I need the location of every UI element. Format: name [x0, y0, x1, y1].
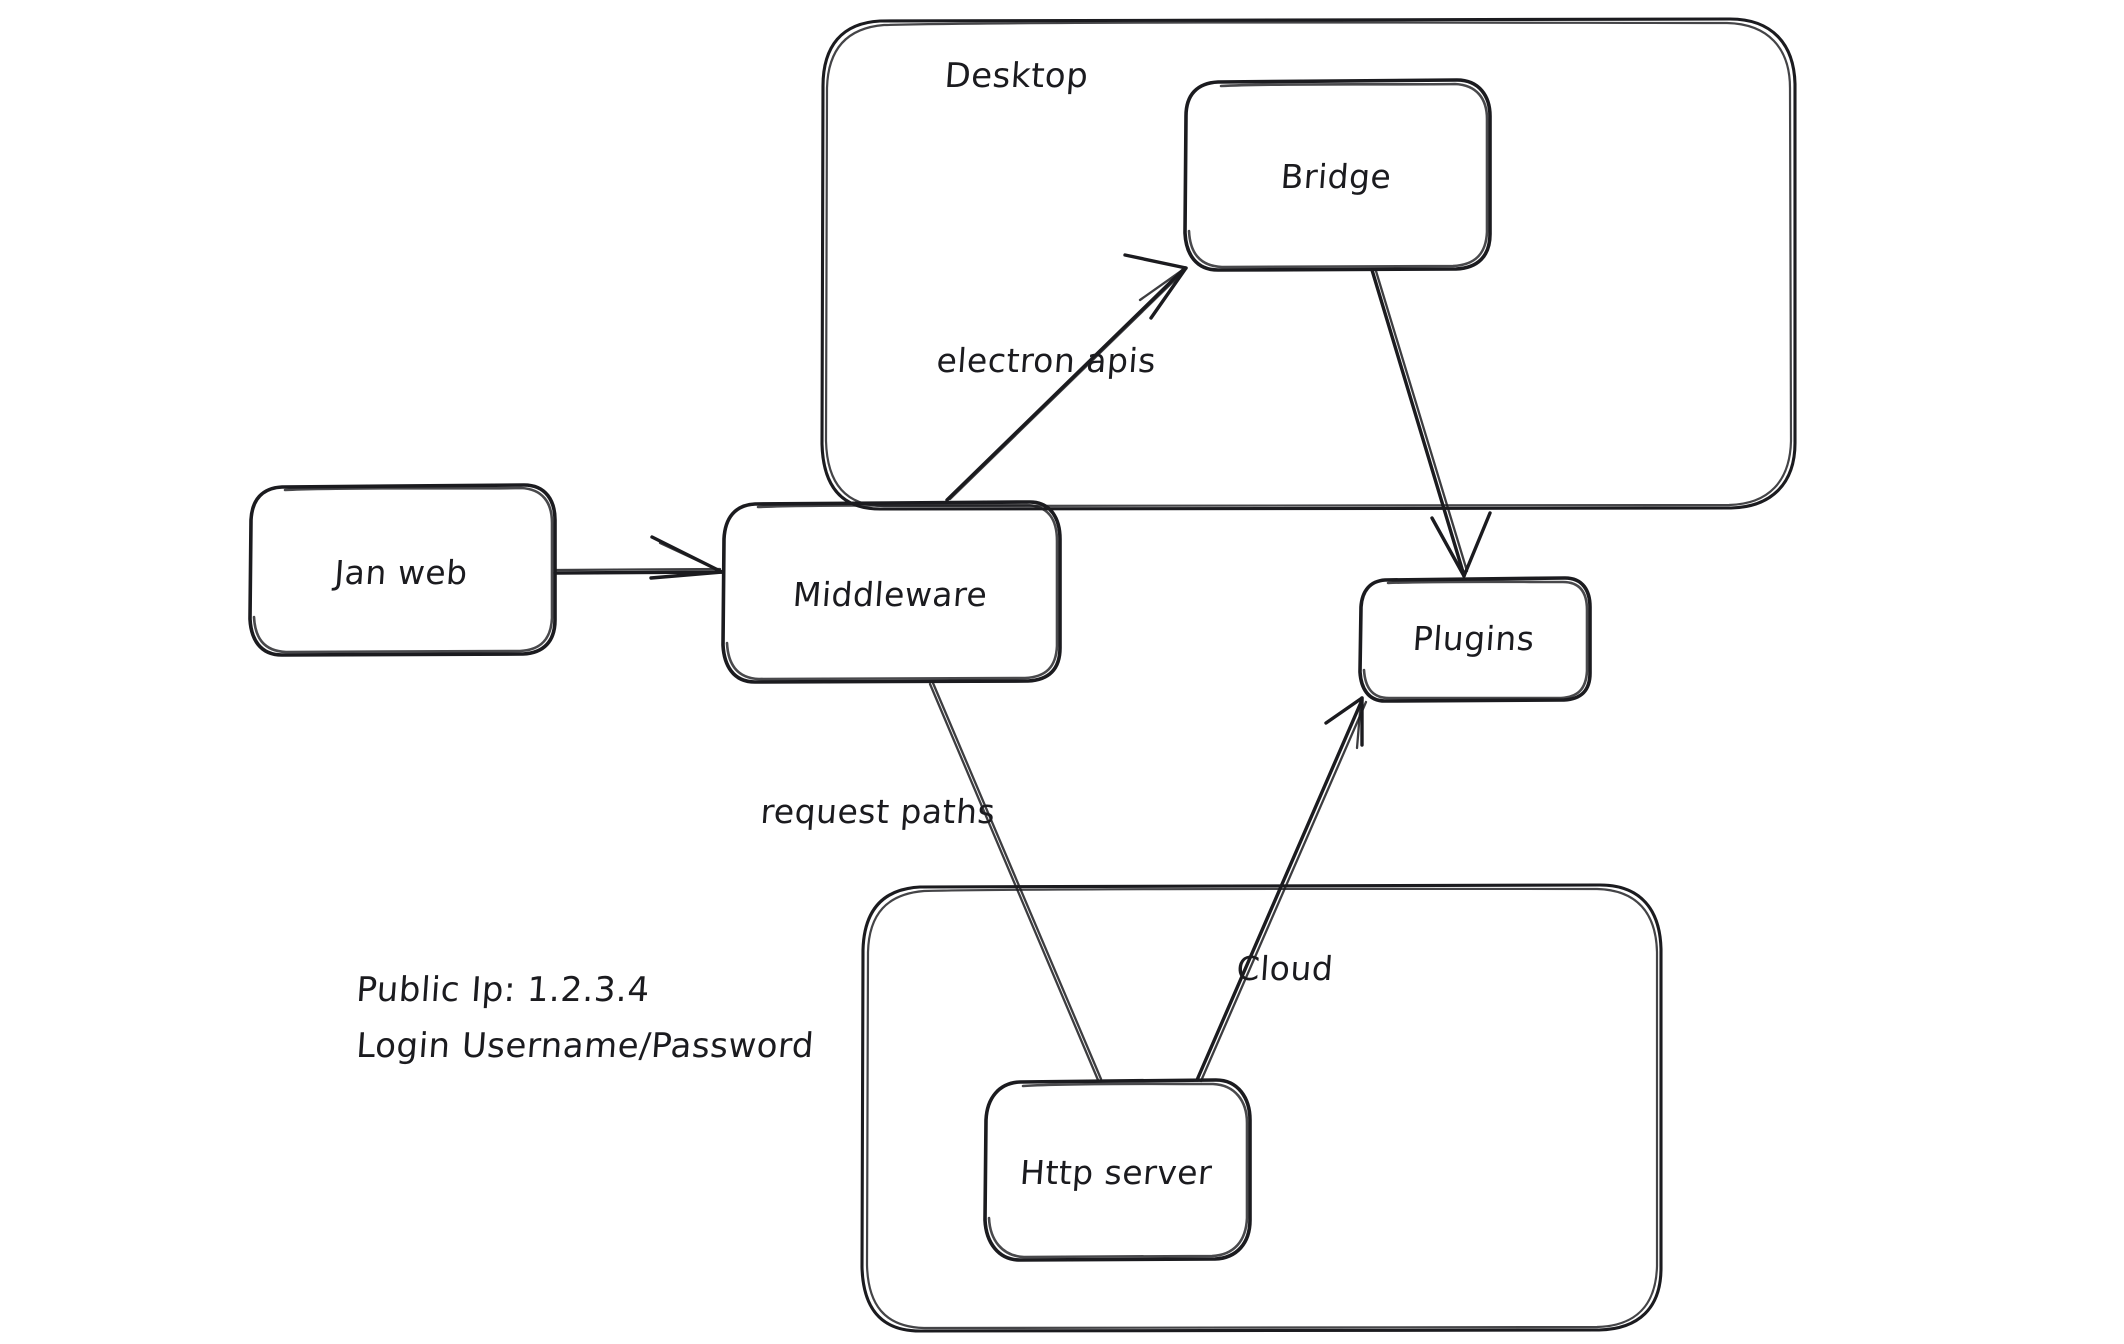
- middleware-node-label: Middleware: [791, 575, 989, 614]
- edge-middleware-to-bridge[interactable]: [945, 253, 1188, 502]
- http-server-box-shape[interactable]: [983, 1078, 1252, 1262]
- cloud-container-shape[interactable]: [860, 883, 1663, 1333]
- note-login-credentials: Login Username/Password: [354, 1026, 816, 1066]
- plugins-box-shape[interactable]: [1358, 576, 1592, 703]
- http-server-node-label: Http server: [1018, 1153, 1214, 1192]
- edge-jan-web-to-middleware[interactable]: [553, 535, 724, 580]
- note-public-ip: Public Ip: 1.2.3.4: [354, 970, 652, 1010]
- middleware-box-shape[interactable]: [721, 500, 1062, 684]
- plugins-node-label: Plugins: [1411, 619, 1536, 658]
- jan-web-node-label: Jan web: [333, 553, 470, 592]
- edge-label-cloud: Cloud: [1235, 949, 1335, 988]
- edge-label-electron-apis: electron apis: [935, 341, 1158, 380]
- jan-web-box-shape[interactable]: [248, 483, 557, 657]
- edge-http-server-to-plugins[interactable]: [1195, 696, 1368, 1083]
- bridge-node-label: Bridge: [1279, 157, 1393, 196]
- desktop-container-shape[interactable]: [820, 17, 1797, 511]
- edge-bridge-to-plugins[interactable]: [1370, 268, 1492, 578]
- desktop-container-label: Desktop: [943, 56, 1090, 96]
- edge-middleware-to-http-server[interactable]: [928, 681, 1103, 1082]
- edge-label-request-paths: request paths: [759, 792, 997, 831]
- bridge-box-shape[interactable]: [1183, 78, 1492, 272]
